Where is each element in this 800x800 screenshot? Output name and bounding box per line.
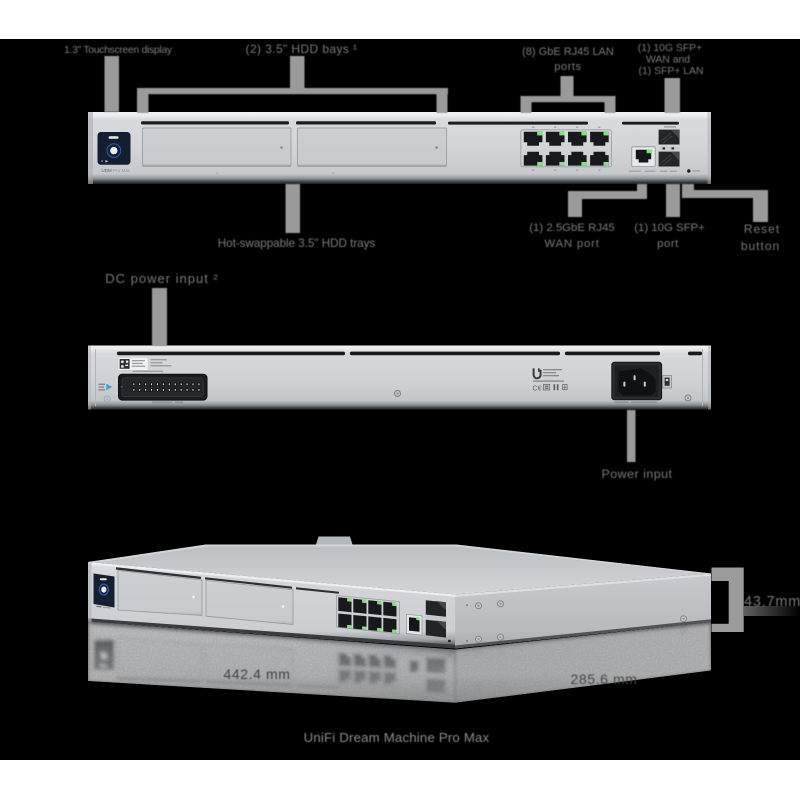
svg-text:WAN and: WAN and bbox=[646, 55, 690, 66]
svg-text:Power input: Power input bbox=[602, 467, 673, 481]
svg-text:port: port bbox=[657, 238, 679, 250]
svg-text:ports: ports bbox=[554, 61, 581, 73]
svg-text:UDM Pro Max: UDM Pro Max bbox=[102, 168, 131, 173]
svg-text:DC power input ²: DC power input ² bbox=[105, 271, 219, 286]
svg-text:(1) 2.5GbE RJ45: (1) 2.5GbE RJ45 bbox=[529, 222, 614, 234]
svg-text:(8) GbE RJ45 LAN: (8) GbE RJ45 LAN bbox=[522, 46, 614, 58]
svg-text:WAN port: WAN port bbox=[544, 238, 599, 250]
svg-text:442.4 mm: 442.4 mm bbox=[223, 666, 290, 682]
svg-text:button: button bbox=[741, 239, 780, 253]
svg-text:(1) 10G SFP+: (1) 10G SFP+ bbox=[634, 222, 705, 234]
svg-text:Hot-swappable 3.5" HDD trays: Hot-swappable 3.5" HDD trays bbox=[218, 237, 376, 250]
svg-text:285.6 mm: 285.6 mm bbox=[570, 671, 637, 687]
svg-text:1.3" Touchscreen display: 1.3" Touchscreen display bbox=[64, 45, 173, 56]
svg-text:(1) 10G SFP+: (1) 10G SFP+ bbox=[638, 43, 702, 54]
svg-text:Reset: Reset bbox=[744, 222, 780, 236]
svg-text:(1) SFP+ LAN: (1) SFP+ LAN bbox=[639, 66, 704, 77]
svg-text:UniFi Dream Machine Pro Max: UniFi Dream Machine Pro Max bbox=[304, 730, 490, 745]
svg-text:(2) 3.5" HDD bays ¹: (2) 3.5" HDD bays ¹ bbox=[246, 42, 358, 56]
svg-text:43.7mm: 43.7mm bbox=[744, 594, 800, 610]
svg-text:C€: C€ bbox=[533, 386, 542, 393]
